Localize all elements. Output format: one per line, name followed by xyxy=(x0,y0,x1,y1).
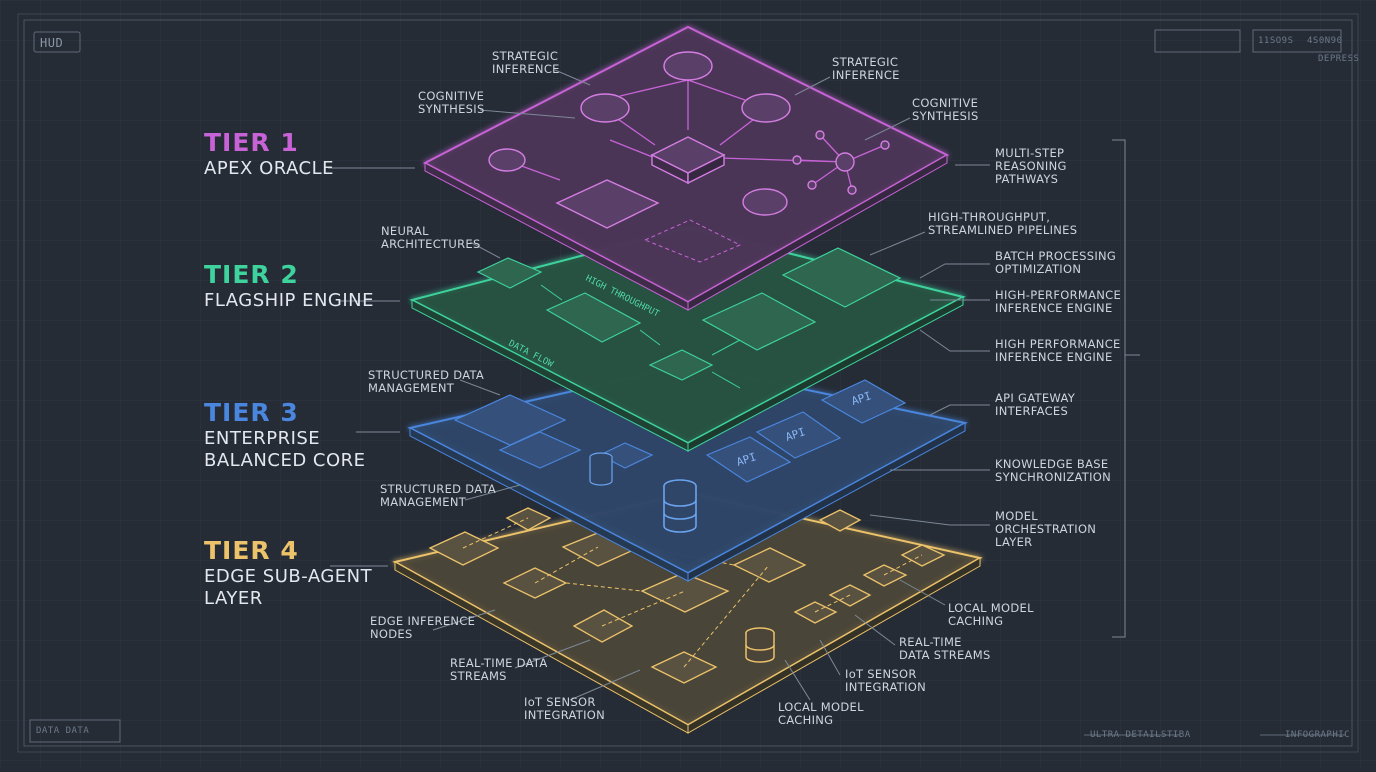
tier2-name: FLAGSHIP ENGINE xyxy=(204,290,375,311)
annotation-cognitive-synthesis-left: COGNITIVE SYNTHESIS xyxy=(418,89,485,116)
annotation-real-time-data-right: REAL-TIME DATA STREAMS xyxy=(899,635,991,662)
tier4-number: TIER 4 xyxy=(204,536,299,565)
tier2-plate: HIGH THROUGHPUT DATA FLOW xyxy=(409,226,966,452)
database-icon-tier3-small xyxy=(589,452,613,486)
hud-frame xyxy=(17,13,1359,753)
annotation-multi-step-reasoning: MULTI-STEP REASONING PATHWAYS xyxy=(995,146,1067,186)
hud-bottom-left-text: DATA DATA xyxy=(36,726,90,736)
annotation-structured-data-top: STRUCTURED DATA MANAGEMENT xyxy=(368,368,485,395)
api-label-1: API xyxy=(735,450,758,469)
annotation-high-performance-2: HIGH PERFORMANCE INFERENCE ENGINE xyxy=(995,337,1121,364)
hud-bottom-right-text-b: INFOGRAPHIC xyxy=(1285,730,1351,740)
annotation-high-performance-1: HIGH-PERFORMANCE INFERENCE ENGINE xyxy=(995,288,1122,315)
annotation-local-model-caching-bottom: LOCAL MODEL CACHING xyxy=(778,700,864,727)
annotation-neural-architectures: NEURAL ARCHITECTURES xyxy=(381,224,481,251)
annotation-iot-sensor-right: IoT SENSOR INTEGRATION xyxy=(845,667,927,694)
hud-top-right-text-c: DEPRESS xyxy=(1318,54,1360,64)
tier1-name: APEX ORACLE xyxy=(204,158,335,179)
annotation-cognitive-synthesis-right: COGNITIVE SYNTHESIS xyxy=(912,96,979,123)
annotation-model-orchestration: MODEL ORCHESTRATION LAYER xyxy=(995,509,1097,549)
annotation-batch-processing: BATCH PROCESSING OPTIMIZATION xyxy=(995,249,1117,276)
database-icon-tier3 xyxy=(663,479,697,533)
annotation-edge-inference-nodes: EDGE INFERENCE NODES xyxy=(370,614,476,641)
tier1-plate xyxy=(422,25,950,311)
tier2-label: TIER 2 FLAGSHIP ENGINE xyxy=(204,260,374,312)
annotation-high-throughput: HIGH-THROUGHPUT, STREAMLINED PIPELINES xyxy=(928,210,1078,237)
annotation-strategic-inference-right: STRATEGIC INFERENCE xyxy=(832,55,900,82)
hud-bottom-right-text-a: ULTRA DETAILSTIBA xyxy=(1090,730,1191,740)
edge-node-gear-1 xyxy=(428,531,500,566)
tier3-label: TIER 3 ENTERPRISE BALANCED CORE xyxy=(204,398,366,472)
api-label-3: API xyxy=(850,389,873,408)
annotation-api-gateway: API GATEWAY INTERFACES xyxy=(995,391,1076,418)
api-label-2: API xyxy=(784,425,807,444)
tier1-label: TIER 1 APEX ORACLE xyxy=(204,128,334,180)
hud-badge: HUD xyxy=(40,36,64,50)
annotation-iot-sensor-left: IoT SENSOR INTEGRATION xyxy=(524,695,606,722)
tier4-label: TIER 4 EDGE SUB-AGENT LAYER xyxy=(204,536,372,610)
annotation-real-time-data-left: REAL-TIME DATA STREAMS xyxy=(450,656,548,683)
tier2-number: TIER 2 xyxy=(204,260,299,289)
tier3-plate: API API API xyxy=(407,363,968,582)
annotation-local-model-caching-right: LOCAL MODEL CACHING xyxy=(948,601,1034,628)
tier3-name: ENTERPRISE BALANCED CORE xyxy=(204,428,366,471)
tier4-name: EDGE SUB-AGENT LAYER xyxy=(204,566,373,609)
database-icon-tier4 xyxy=(745,627,775,663)
tier1-number: TIER 1 xyxy=(204,128,299,157)
annotation-knowledge-base: KNOWLEDGE BASE SYNCHRONIZATION xyxy=(995,457,1112,484)
leader-lines xyxy=(328,69,1140,701)
annotation-structured-data-bottom: STRUCTURED DATA MANAGEMENT xyxy=(380,482,497,509)
hud-top-right-text-a: 11SO9S xyxy=(1258,36,1294,46)
hud-top-right-text-b: 4S0N90 xyxy=(1307,36,1343,46)
annotation-strategic-inference-left: STRATEGIC INFERENCE xyxy=(492,49,560,76)
tier3-number: TIER 3 xyxy=(204,398,299,427)
